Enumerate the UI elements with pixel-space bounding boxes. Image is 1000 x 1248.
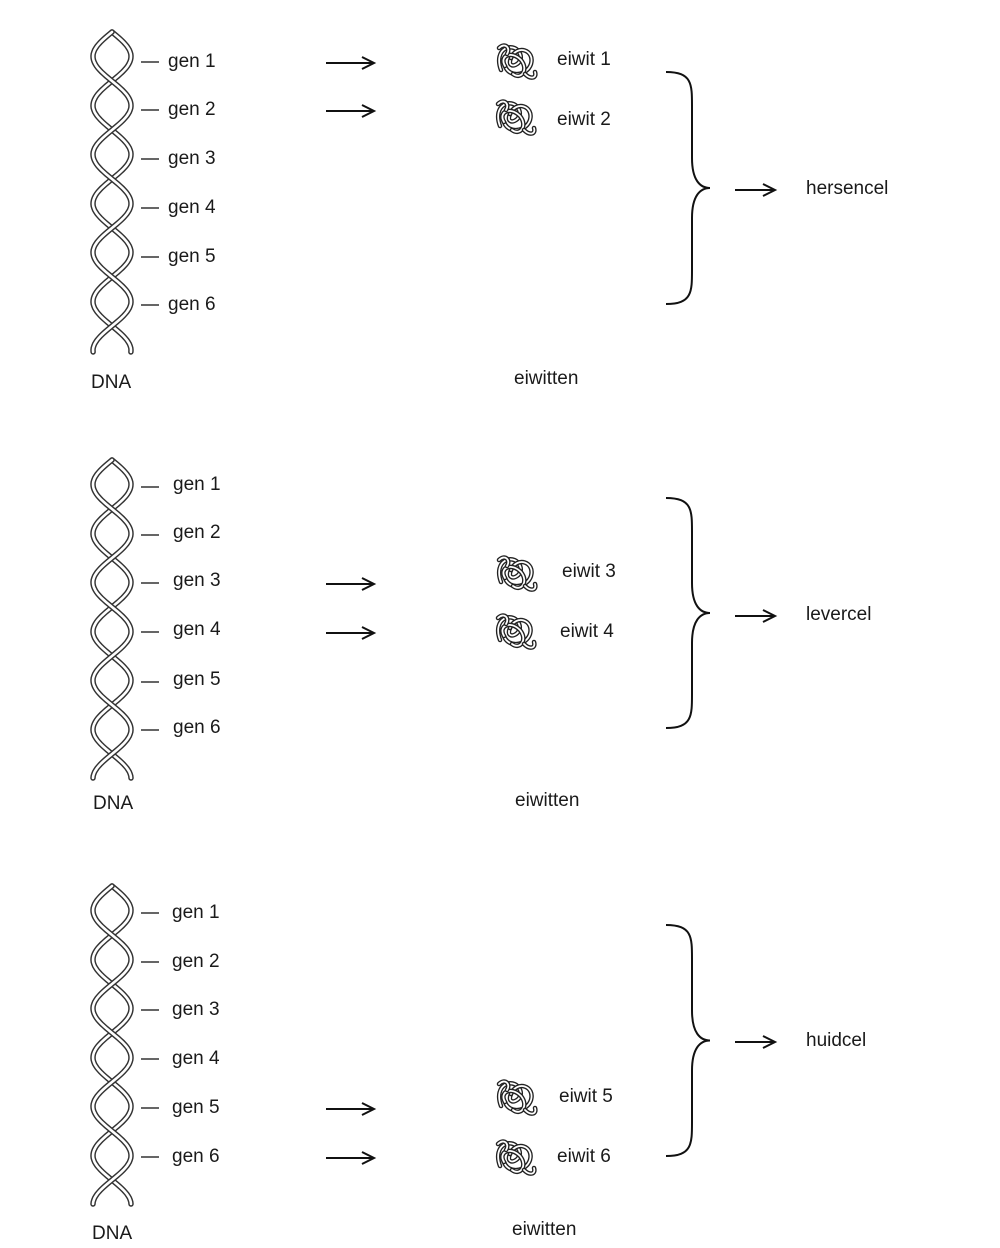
gene-to-protein-arrow-head <box>361 104 377 118</box>
protein-blobs <box>495 1079 538 1176</box>
protein-icon <box>496 43 538 80</box>
gene-label: gen 2 <box>168 99 216 120</box>
cell-type-label: levercel <box>806 604 872 625</box>
gene-label: gen 6 <box>172 1146 220 1167</box>
protein-to-cell-arrow-head <box>762 183 778 197</box>
protein-label: eiwit 2 <box>557 109 611 130</box>
protein-blobs <box>495 43 538 136</box>
gene-label: gen 3 <box>172 999 220 1020</box>
gene-to-protein-arrow-head <box>361 577 377 591</box>
dna-label: DNA <box>91 372 132 393</box>
cell-type-label: hersencel <box>806 178 889 199</box>
gene-label: gen 2 <box>173 522 221 543</box>
gene-label: gen 1 <box>173 474 221 495</box>
dna-helix <box>90 29 134 355</box>
gene-label: gen 2 <box>172 951 220 972</box>
panel-1-artwork <box>90 29 778 355</box>
dna-strand-inner <box>91 884 133 1206</box>
protein-to-cell-arrow-head <box>762 1035 778 1049</box>
gene-label: gen 5 <box>173 669 221 690</box>
gene-label: gen 4 <box>173 619 221 640</box>
dna-helix <box>90 883 134 1207</box>
gene-arrows <box>326 1102 377 1165</box>
curly-brace <box>665 924 711 1157</box>
protein-label: eiwit 3 <box>562 561 616 582</box>
dna-strand-inner <box>91 30 133 354</box>
protein-icon <box>495 99 537 136</box>
gene-label: gen 5 <box>168 246 216 267</box>
protein-to-cell-arrow-head <box>762 609 778 623</box>
gene-label: gen 1 <box>168 51 216 72</box>
gene-label: gen 3 <box>168 148 216 169</box>
protein-label: eiwit 5 <box>559 1086 613 1107</box>
curly-brace <box>665 497 711 729</box>
brace-path <box>665 497 711 729</box>
gene-to-protein-arrow-head <box>361 1102 377 1116</box>
dna-helix <box>90 457 134 781</box>
gene-ticks <box>141 61 159 306</box>
gene-label: gen 6 <box>168 294 216 315</box>
proteins-heading: eiwitten <box>514 368 579 389</box>
dna-label: DNA <box>93 793 134 814</box>
proteins-heading: eiwitten <box>512 1219 577 1240</box>
gene-ticks <box>141 486 159 731</box>
gene-to-protein-arrow-head <box>361 56 377 70</box>
protein-label: eiwit 4 <box>560 621 614 642</box>
gene-label: gen 4 <box>168 197 216 218</box>
proteins-heading: eiwitten <box>515 790 580 811</box>
curly-brace <box>665 71 711 305</box>
brace-path <box>665 924 711 1157</box>
cell-type-label: huidcel <box>806 1030 867 1051</box>
protein-label: eiwit 1 <box>557 49 611 70</box>
gene-ticks <box>141 912 159 1158</box>
gene-label: gen 6 <box>173 717 221 738</box>
protein-icon <box>496 1079 538 1116</box>
dna-strand-inner <box>91 458 133 780</box>
protein-icon <box>495 1139 537 1176</box>
cell-arrow <box>735 183 778 197</box>
dna-strand-inner <box>91 884 133 1206</box>
protein-icon <box>496 555 538 592</box>
protein-blobs <box>495 555 538 650</box>
dna-label: DNA <box>92 1223 133 1244</box>
protein-label: eiwit 6 <box>557 1146 611 1167</box>
dna-strand-inner <box>91 458 133 780</box>
panel-brain-cell: gen 1 gen 2 gen 3 gen 4 gen 5 gen 6 eiwi… <box>0 0 1000 420</box>
gene-label: gen 3 <box>173 570 221 591</box>
brace-path <box>665 71 711 305</box>
gene-to-protein-arrow-head <box>361 1151 377 1165</box>
cell-arrow <box>735 1035 778 1049</box>
panel-2-artwork <box>90 457 778 781</box>
gene-label: gen 1 <box>172 902 220 923</box>
dna-strand-inner <box>91 30 133 354</box>
gene-to-protein-arrow-head <box>361 626 377 640</box>
panel-liver-cell: gen 1 gen 2 gen 3 gen 4 gen 5 gen 6 eiwi… <box>90 457 872 814</box>
protein-icon <box>495 613 537 650</box>
cell-arrow <box>735 609 778 623</box>
gene-arrows <box>326 577 377 640</box>
gene-label: gen 4 <box>172 1048 220 1069</box>
gene-label: gen 5 <box>172 1097 220 1118</box>
gene-arrows <box>326 56 377 118</box>
